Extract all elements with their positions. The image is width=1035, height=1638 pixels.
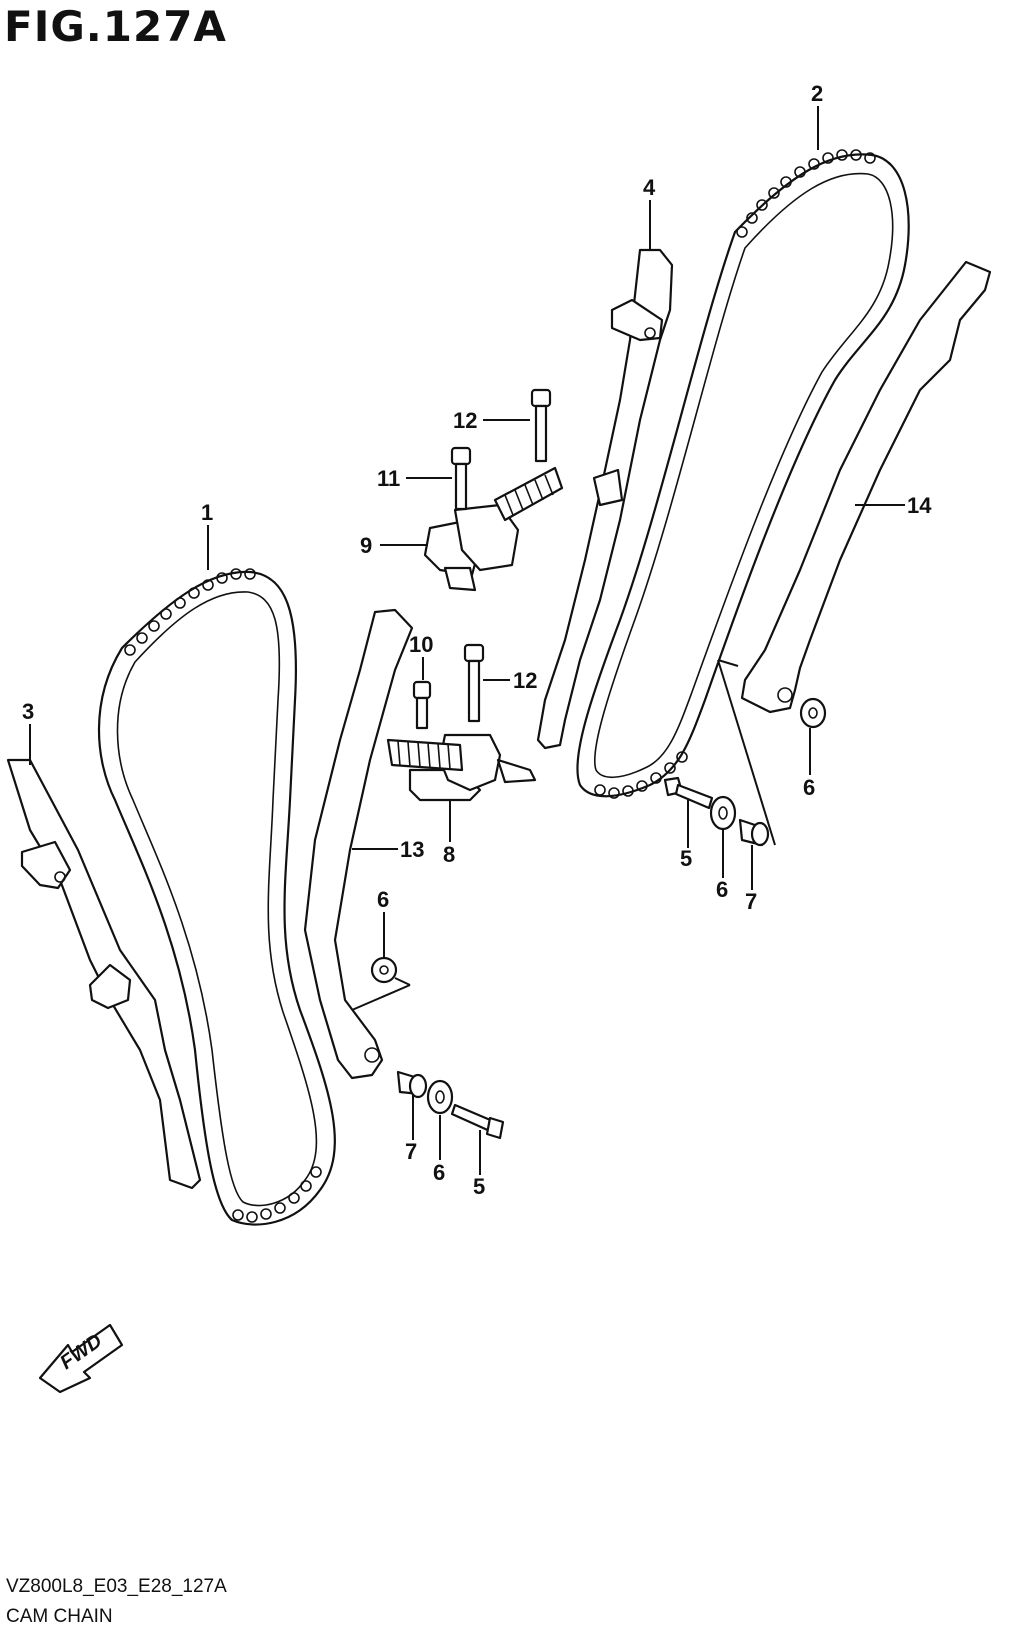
front-tensioner-guide: [303, 608, 414, 1080]
washer-6-mid: [370, 956, 398, 984]
callout-9: 9: [360, 533, 372, 558]
callout-6-right: 6: [803, 775, 815, 800]
callout-7-rear: 7: [745, 889, 757, 914]
bolt-5-front: [450, 1103, 505, 1140]
figure-name: CAM CHAIN: [6, 1606, 113, 1627]
leader-lines: [29, 106, 905, 1175]
rear-tensioner-guide: [740, 260, 992, 714]
callout-10: 10: [409, 632, 433, 657]
spacer-7-rear: [738, 818, 770, 847]
front-chain-guide: [6, 758, 202, 1190]
callout-12-front: 12: [513, 668, 537, 693]
callout-5-rear: 5: [680, 846, 692, 871]
callout-4: 4: [643, 175, 656, 200]
bolt-11: [450, 446, 472, 511]
callout-5-front: 5: [473, 1174, 485, 1199]
rear-tensioner-adjuster: [423, 466, 564, 592]
front-cam-chain: [97, 568, 336, 1226]
bolt-5-rear: [663, 776, 714, 810]
rear-chain-guide: [536, 248, 674, 750]
front-tensioner-adjuster: [386, 733, 537, 802]
callout-1: 1: [201, 500, 213, 525]
bolt-10: [412, 680, 432, 730]
forward-arrow-icon: FWD: [38, 1323, 124, 1394]
bolt-12-rear: [530, 388, 552, 463]
washer-6-front: [426, 1079, 454, 1115]
callout-6-rear: 6: [716, 877, 728, 902]
figure-title: FIG.127A: [4, 2, 227, 51]
callout-6-front: 6: [433, 1160, 445, 1185]
callout-12-rear: 12: [453, 408, 477, 433]
callout-2: 2: [811, 81, 823, 106]
callout-11: 11: [377, 466, 400, 491]
callout-8: 8: [443, 842, 455, 867]
callout-7-front: 7: [405, 1139, 417, 1164]
rear-cam-chain: [576, 149, 910, 799]
bolt-12-front: [463, 643, 485, 723]
callouts: 1 2 3 4 5 5 6 6 6 6 7 7 8 9 10 11 12 12 …: [22, 81, 932, 1199]
callout-14: 14: [907, 493, 932, 518]
figure-code: VZ800L8_E03_E28_127A: [6, 1576, 227, 1597]
callout-6-mid: 6: [377, 887, 389, 912]
callout-3: 3: [22, 699, 34, 724]
washer-6-right: [799, 697, 827, 729]
washer-6-rear: [709, 795, 737, 831]
callout-13: 13: [400, 837, 424, 862]
reference-lines: [351, 659, 776, 1011]
spacer-7-front: [396, 1070, 428, 1099]
